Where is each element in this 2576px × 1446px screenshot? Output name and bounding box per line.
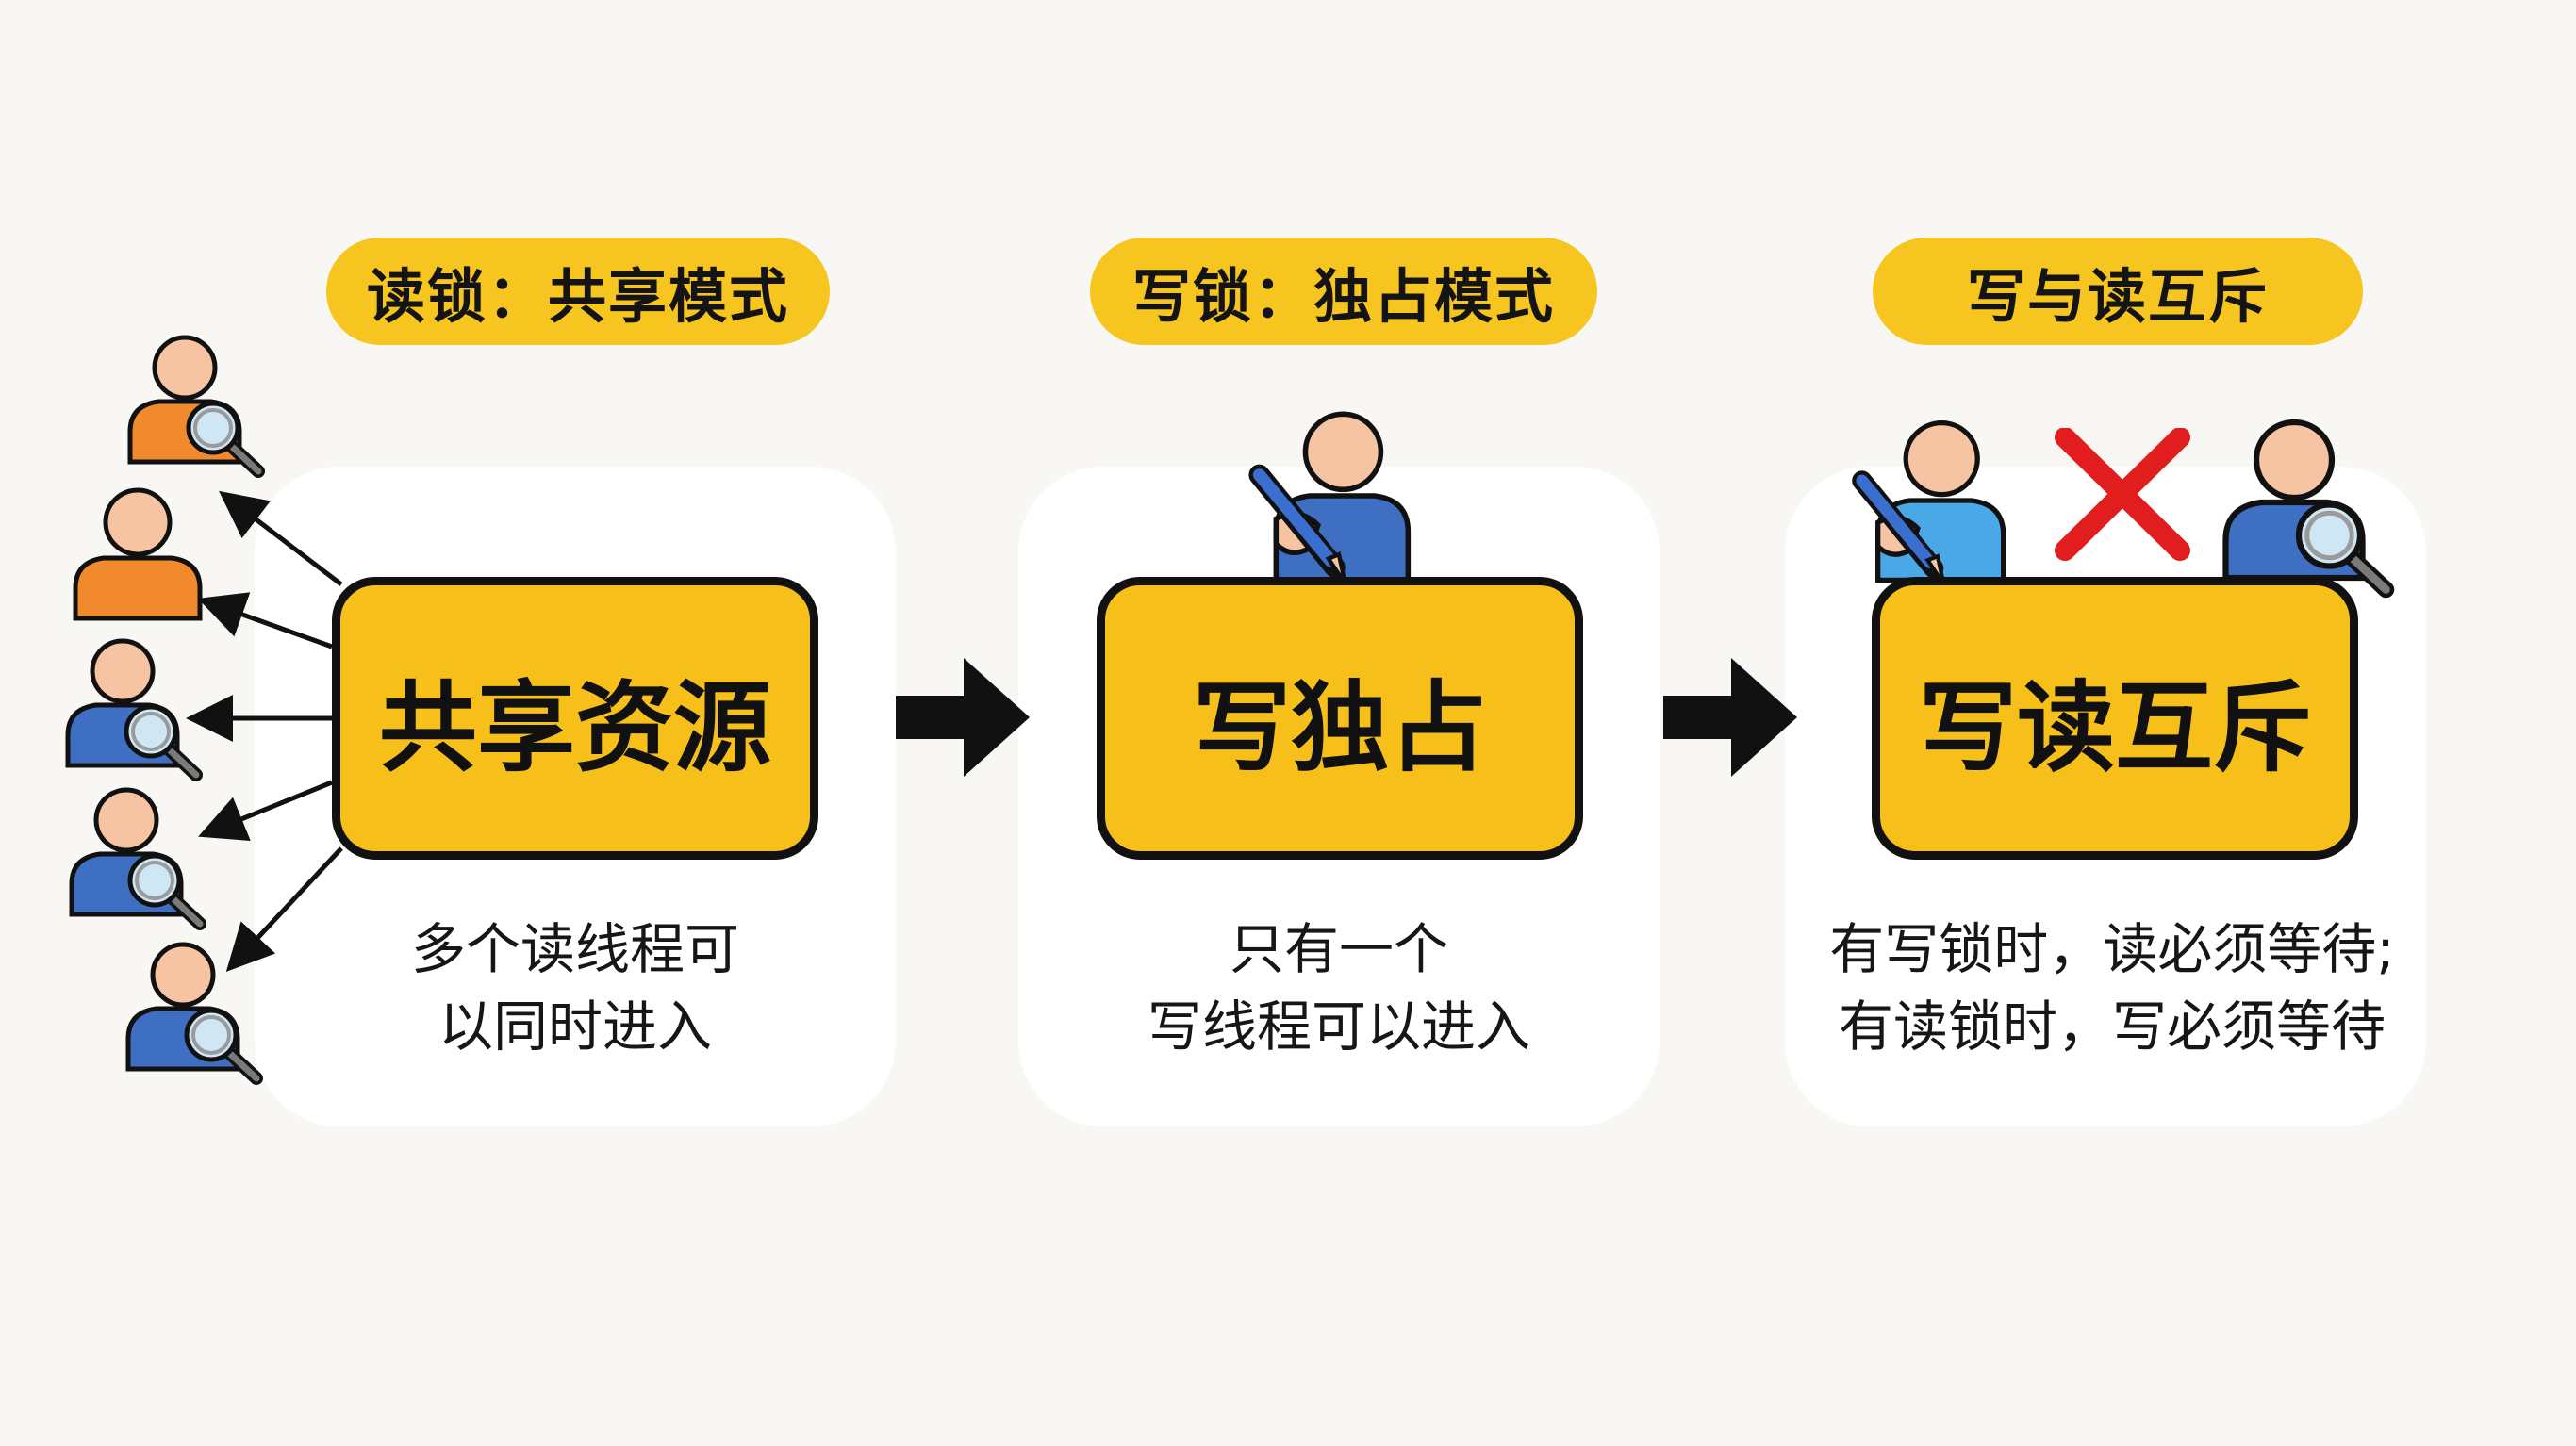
reader-icon-3 — [58, 633, 209, 784]
read-lock-desc-line-1: 多个读线程可 — [339, 911, 811, 988]
write-exclusive-box: 写独占 — [1097, 577, 1583, 860]
reader-icon-5 — [119, 937, 270, 1088]
read-write-mutex-box: 写读互斥 — [1872, 577, 2358, 860]
red-cross-icon — [2052, 428, 2193, 562]
shared-resource-box: 共享资源 — [332, 577, 818, 860]
read-lock-desc-line-2: 以同时进入 — [339, 988, 811, 1065]
write-lock-desc-line-2: 写线程可以进入 — [1084, 988, 1593, 1065]
reader-icon-1 — [121, 330, 272, 481]
write-lock-description: 只有一个 写线程可以进入 — [1084, 911, 1593, 1065]
writer-icon-center — [1245, 402, 1433, 590]
right-arrow-icon-1 — [896, 656, 1032, 779]
arrow-to-reader-1 — [230, 500, 341, 584]
mutex-desc-line-2: 有读锁时，写必须等待 — [1792, 988, 2433, 1065]
write-lock-desc-line-1: 只有一个 — [1084, 911, 1593, 988]
read-lock-description: 多个读线程可 以同时进入 — [339, 911, 811, 1065]
person-icon-2 — [62, 481, 213, 632]
arrow-to-reader-2 — [211, 603, 332, 647]
reader-icon-4 — [62, 782, 213, 933]
writer-icon-right — [1848, 411, 2027, 590]
arrow-to-reader-4 — [211, 782, 332, 831]
mutex-description: 有写锁时，读必须等待; 有读锁时，写必须等待 — [1792, 911, 2433, 1065]
mutex-desc-line-1: 有写锁时，读必须等待; — [1792, 911, 2433, 988]
right-arrow-icon-2 — [1663, 656, 1799, 779]
reader-icon-right — [2214, 413, 2403, 601]
